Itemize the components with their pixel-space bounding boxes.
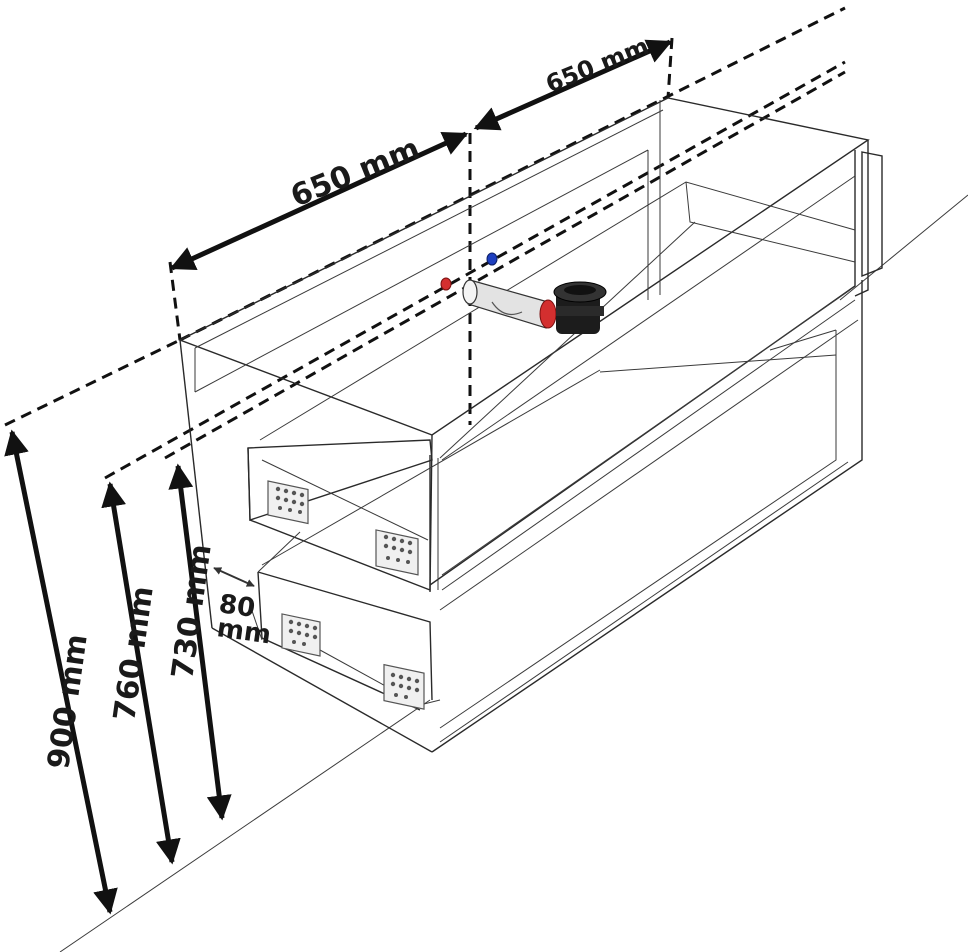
depth-back-label: 650 mm: [542, 32, 653, 99]
dimension-lines: [4, 39, 673, 915]
height-730-arrow: [168, 463, 232, 821]
cold-water-icon: [486, 252, 498, 266]
drain-pipe: [462, 279, 549, 329]
reference-dashed-lines: [4, 6, 846, 480]
bracket-bottom-left: [281, 613, 321, 657]
hot-water-icon: [440, 277, 452, 291]
siphon-assembly: [440, 252, 607, 334]
height-760-label: 760 mm: [107, 584, 161, 723]
bracket-top-left: [267, 480, 309, 525]
height-900-label: 900 mm: [41, 632, 95, 771]
bracket-bottom-right: [383, 663, 425, 710]
depth-front-arrow: [169, 131, 469, 271]
siphon-icon: [553, 281, 607, 334]
depth-front-label: 650 mm: [286, 131, 425, 214]
plinth-value-label: 80: [217, 589, 257, 624]
dimension-labels: 650 mm 650 mm 900 mm 760 mm 730 mm 80 mm: [41, 32, 653, 771]
cabinet-body: [178, 97, 883, 753]
height-760-arrow: [101, 481, 181, 865]
plinth-arrow: [213, 567, 255, 587]
bracket-top-right: [375, 529, 419, 576]
drawer-brackets: [267, 480, 425, 710]
red-seal-ring: [539, 299, 557, 329]
height-900-arrow: [4, 429, 118, 915]
depth-back-arrow: [473, 39, 673, 131]
plinth-unit-label: mm: [215, 613, 273, 650]
